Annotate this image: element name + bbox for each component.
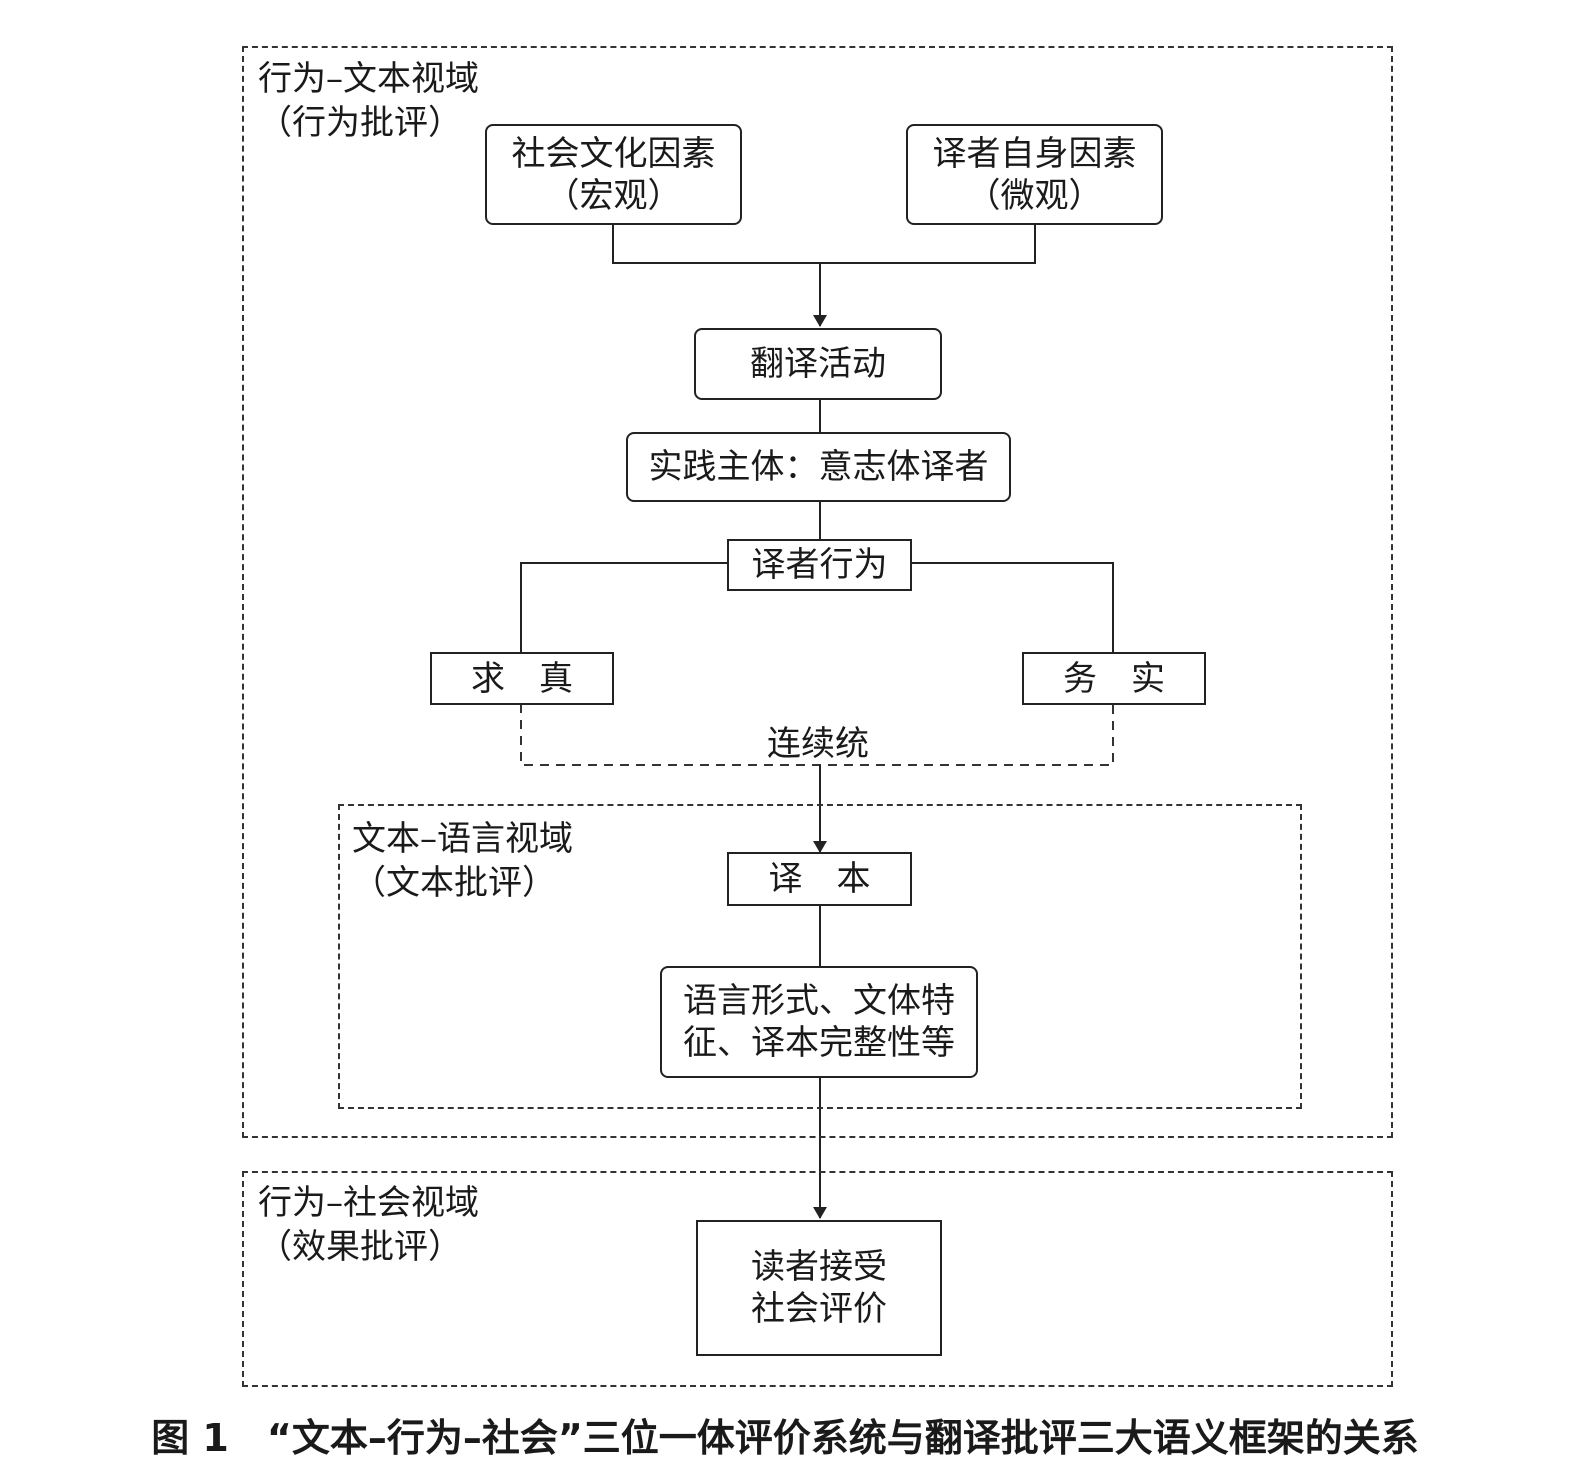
region-behavior-text — [242, 46, 1393, 1138]
node-translator-self-line2: （微观） — [966, 175, 1103, 216]
region-text-language-title: 文本–语言视域 — [352, 819, 573, 859]
connector-factors-merge — [612, 224, 1036, 264]
region-behavior-society-title: 行为–社会视域 — [258, 1183, 479, 1223]
region-text-language — [338, 804, 1302, 1109]
continuum-bracket — [520, 704, 1114, 766]
node-translator-behavior: 译者行为 — [727, 539, 912, 591]
region-behavior-society — [242, 1171, 1393, 1387]
node-translation-activity: 翻译活动 — [694, 328, 942, 400]
node-reception-line1: 读者接受 — [751, 1247, 887, 1287]
connector-behavior-right — [912, 562, 1114, 652]
node-practice-subject-label: 实践主体：意志体译者 — [648, 447, 989, 487]
node-practice-subject: 实践主体：意志体译者 — [626, 432, 1011, 502]
connector-behavior-left — [520, 562, 727, 652]
node-target-text: 译 本 — [727, 852, 912, 906]
node-seek-truth-label: 求 真 — [471, 658, 573, 699]
region-text-language-subtitle: （文本批评） — [352, 863, 556, 903]
node-social-culture-line1: 社会文化因素 — [511, 133, 716, 174]
region-behavior-society-subtitle: （效果批评） — [258, 1227, 462, 1267]
region-behavior-text-title: 行为–文本视域 — [258, 59, 479, 99]
node-social-culture-line2: （宏观） — [545, 175, 682, 216]
node-seek-truth: 求 真 — [430, 652, 614, 705]
continuum-label: 连续统 — [761, 724, 875, 764]
node-features: 语言形式、文体特 征、译本完整性等 — [660, 966, 978, 1078]
node-translator-self: 译者自身因素 （微观） — [906, 124, 1163, 225]
node-be-practical: 务 实 — [1022, 652, 1206, 705]
figure-caption: 图 1 “文本–行为–社会”三位一体评价系统与翻译批评三大语义框架的关系 — [151, 1416, 1419, 1460]
node-translator-self-line1: 译者自身因素 — [932, 133, 1137, 174]
node-target-text-label: 译 本 — [768, 859, 871, 899]
node-reception: 读者接受 社会评价 — [696, 1220, 942, 1356]
node-features-line2: 征、译本完整性等 — [683, 1023, 955, 1063]
node-translator-behavior-label: 译者行为 — [751, 545, 888, 585]
region-behavior-text-subtitle: （行为批评） — [258, 103, 462, 143]
node-translation-activity-label: 翻译活动 — [750, 344, 886, 384]
node-reception-line2: 社会评价 — [751, 1289, 887, 1329]
node-features-line1: 语言形式、文体特 — [683, 981, 955, 1021]
node-be-practical-label: 务 实 — [1063, 658, 1165, 699]
node-social-culture: 社会文化因素 （宏观） — [485, 124, 742, 225]
